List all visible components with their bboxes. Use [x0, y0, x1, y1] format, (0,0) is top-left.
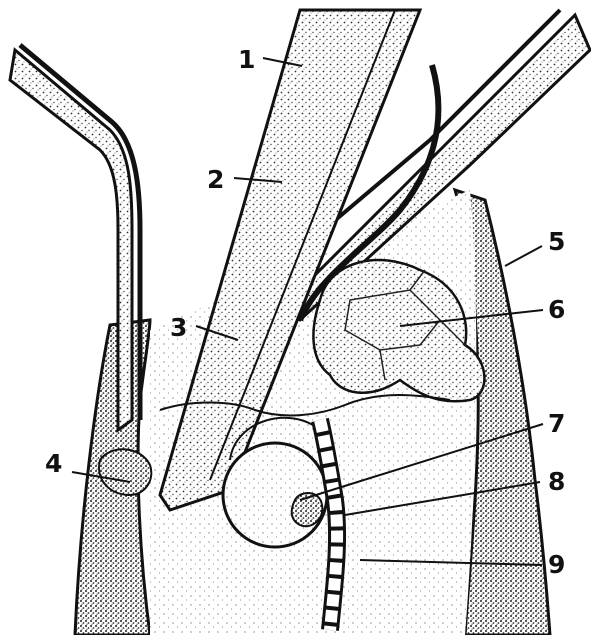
label-8: 8 — [548, 467, 565, 496]
label-1: 1 — [238, 45, 255, 74]
label-4: 4 — [45, 449, 62, 478]
label-6: 6 — [548, 295, 565, 324]
label-3: 3 — [170, 313, 187, 342]
label-2: 2 — [207, 165, 224, 194]
label-7: 7 — [548, 409, 565, 438]
label-9: 9 — [548, 550, 565, 579]
leader-line-5 — [505, 246, 542, 266]
label-5: 5 — [548, 227, 565, 256]
